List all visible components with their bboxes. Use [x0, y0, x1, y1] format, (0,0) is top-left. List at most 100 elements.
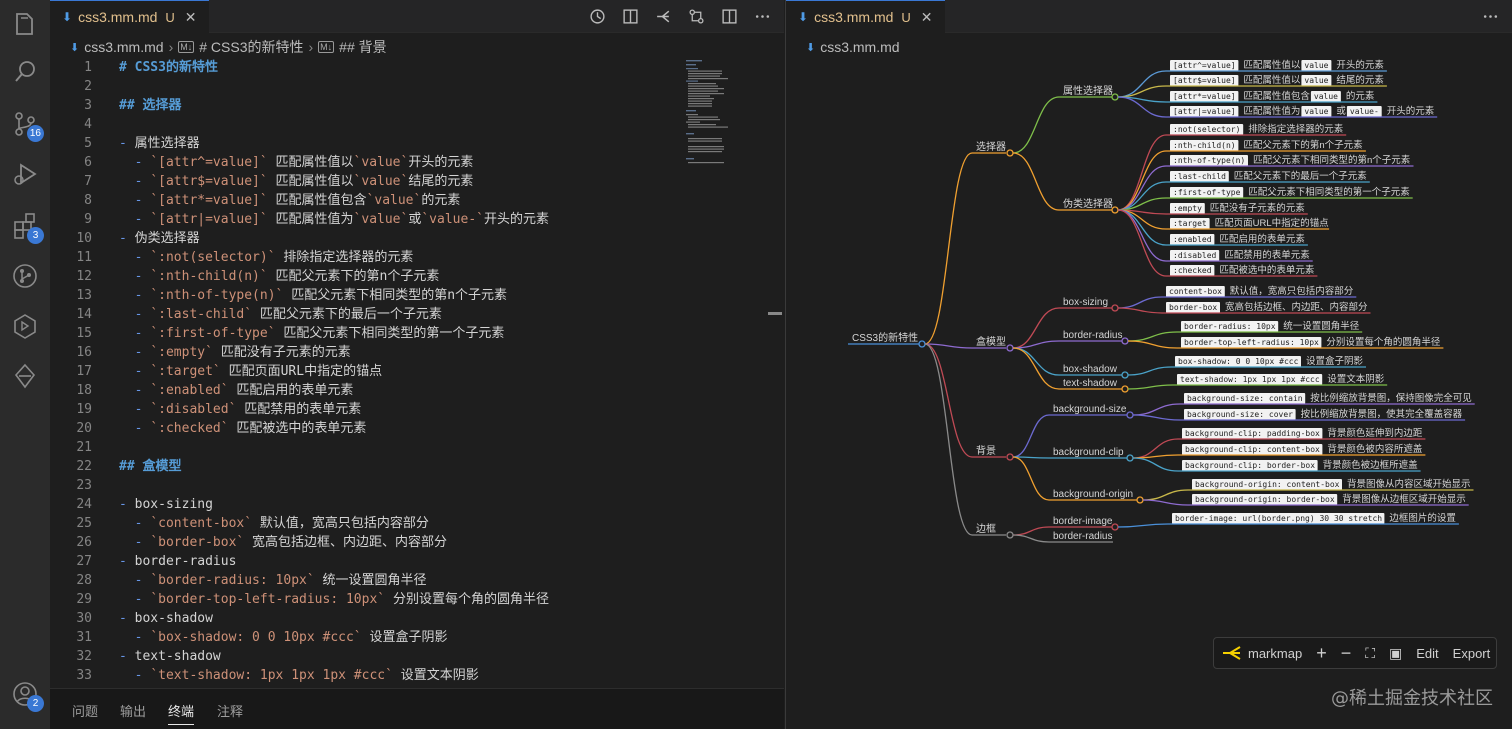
- code-line[interactable]: 31 - `box-shadow: 0 0 10px #ccc` 设置盒子阴影: [50, 628, 780, 647]
- git-graph-icon[interactable]: [9, 260, 41, 292]
- tab-comments[interactable]: 注释: [217, 704, 244, 719]
- compare-changes-icon[interactable]: [686, 6, 706, 26]
- code-line[interactable]: 33 - `text-shadow: 1px 1px 1px #ccc` 设置文…: [50, 666, 780, 685]
- leaf-description: 开头的元素: [1387, 105, 1435, 117]
- code-line[interactable]: 30- box-shadow: [50, 609, 780, 628]
- code-line[interactable]: 27- border-radius: [50, 552, 780, 571]
- breadcrumb: ⬇ css3.mm.md › M↓ # CSS3的新特性 › M↓ ## 背景: [70, 36, 387, 58]
- code-line[interactable]: 15 - `:first-of-type` 匹配父元素下相同类型的第一个子元素: [50, 324, 780, 343]
- markmap-logo[interactable]: markmap: [1222, 645, 1302, 661]
- tab-css3-markmap[interactable]: ⬇ css3.mm.md U ✕: [786, 0, 945, 33]
- split-editor-icon[interactable]: [719, 6, 739, 26]
- mindmap-link: [1132, 457, 1179, 472]
- code-line[interactable]: 26 - `border-box` 宽高包括边框、内边距、内容部分: [50, 533, 780, 552]
- inline-code-bg: [1192, 494, 1338, 505]
- close-icon[interactable]: ✕: [184, 8, 197, 25]
- markmap-canvas[interactable]: CSS3的新特性选择器盒模型背景边框属性选择器伪类选择器box-sizingbo…: [786, 55, 1512, 655]
- code-line[interactable]: 28 - `border-radius: 10px` 统一设置圆角半径: [50, 571, 780, 590]
- account-icon[interactable]: 2: [9, 678, 44, 712]
- code-line[interactable]: 1# CSS3的新特性: [50, 58, 780, 77]
- group-node: background-origin: [1053, 489, 1133, 500]
- edit-button[interactable]: Edit: [1416, 645, 1439, 661]
- tab-css3-md[interactable]: ⬇ css3.mm.md U ✕: [50, 0, 209, 33]
- search-icon[interactable]: [9, 56, 41, 88]
- code-line[interactable]: 20 - `:checked` 匹配被选中的表单元素: [50, 419, 780, 438]
- code-line[interactable]: 18 - `:enabled` 匹配启用的表单元素: [50, 381, 780, 400]
- breadcrumb-h2[interactable]: ## 背景: [339, 39, 387, 55]
- section-node: 边框: [976, 522, 996, 535]
- code-line[interactable]: 24- box-sizing: [50, 495, 780, 514]
- markdown-file-icon: ⬇: [62, 10, 73, 24]
- line-number: 18: [76, 383, 92, 398]
- code-line[interactable]: 5- 属性选择器: [50, 134, 780, 153]
- code-line[interactable]: 29 - `border-top-left-radius: 10px` 分别设置…: [50, 590, 780, 609]
- code-line[interactable]: 17 - `:target` 匹配页面URL中指定的锚点: [50, 362, 780, 381]
- code-line[interactable]: 32- text-shadow: [50, 647, 780, 666]
- fit-window-icon[interactable]: ⛶: [1365, 644, 1376, 661]
- extensions-icon[interactable]: 3: [9, 210, 44, 244]
- zoom-in-icon[interactable]: +: [1316, 642, 1327, 663]
- inline-code: :nth-child(n): [1173, 141, 1236, 150]
- breadcrumb-file[interactable]: css3.mm.md: [820, 39, 900, 55]
- code-line[interactable]: 3## 选择器: [50, 96, 780, 115]
- tab-output[interactable]: 输出: [120, 704, 147, 719]
- remote-explorer-icon[interactable]: [9, 310, 41, 342]
- line-text: - `border-box` 宽高包括边框、内边距、内容部分: [134, 535, 448, 550]
- markmap-icon[interactable]: [653, 6, 673, 26]
- line-number: 12: [76, 269, 92, 284]
- code-line[interactable]: 8 - `[attr*=value]` 匹配属性值包含`value`的元素: [50, 191, 780, 210]
- inline-code: value-: [1350, 107, 1379, 116]
- inline-code: :empty: [1173, 204, 1202, 213]
- mindmap-link: [1012, 534, 1050, 543]
- explorer-icon[interactable]: [9, 8, 41, 40]
- line-text: - `[attr*=value]` 匹配属性值包含`value`的元素: [134, 193, 461, 208]
- line-text: - `content-box` 默认值，宽高只包括内容部分: [134, 516, 429, 531]
- leaf-description: 匹配启用的表单元素: [1219, 233, 1305, 245]
- code-line[interactable]: 7 - `[attr$=value]` 匹配属性值以`value`结尾的元素: [50, 172, 780, 191]
- code-line[interactable]: 19 - `:disabled` 匹配禁用的表单元素: [50, 400, 780, 419]
- breadcrumb-file[interactable]: css3.mm.md: [84, 39, 164, 55]
- code-line[interactable]: 14 - `:last-child` 匹配父元素下的最后一个子元素: [50, 305, 780, 324]
- code-line[interactable]: 10- 伪类选择器: [50, 229, 780, 248]
- line-number: 22: [76, 459, 92, 474]
- code-line[interactable]: 2: [50, 77, 780, 96]
- export-button[interactable]: Export: [1452, 645, 1491, 661]
- close-icon[interactable]: ✕: [920, 8, 933, 25]
- line-number: 31: [76, 630, 92, 645]
- scroll-position-marker[interactable]: [768, 312, 782, 315]
- toggle-recursive-icon[interactable]: ▣: [1389, 644, 1403, 661]
- zoom-out-icon[interactable]: −: [1340, 642, 1352, 663]
- code-line[interactable]: 4: [50, 115, 780, 134]
- code-line[interactable]: 12 - `:nth-child(n)` 匹配父元素下的第n个子元素: [50, 267, 780, 286]
- line-number: 16: [76, 345, 92, 360]
- inline-code-bg: [1170, 265, 1215, 276]
- code-line[interactable]: 22## 盒模型: [50, 457, 780, 476]
- more-actions-icon[interactable]: [752, 6, 772, 26]
- line-number: 5: [84, 136, 92, 151]
- timeline-history-icon[interactable]: [587, 6, 607, 26]
- breadcrumb-h1[interactable]: # CSS3的新特性: [199, 39, 304, 55]
- run-debug-icon[interactable]: [9, 158, 41, 190]
- tab-terminal[interactable]: 终端: [168, 701, 195, 725]
- inline-code: background-size: cover: [1187, 410, 1293, 419]
- code-line[interactable]: 9 - `[attr|=value]` 匹配属性值为`value`或`value…: [50, 210, 780, 229]
- timeline-icon[interactable]: [9, 360, 41, 392]
- code-line[interactable]: 11 - `:not(selector)` 排除指定选择器的元素: [50, 248, 780, 267]
- minimap[interactable]: [686, 58, 736, 168]
- code-line[interactable]: 6 - `[attr^=value]` 匹配属性值以`value`开头的元素: [50, 153, 780, 172]
- inline-code: :nth-of-type(n): [1173, 156, 1245, 165]
- inline-code-bg: [1170, 250, 1220, 261]
- source-control-icon[interactable]: 16: [9, 108, 44, 142]
- code-line[interactable]: 16 - `:empty` 匹配没有子元素的元素: [50, 343, 780, 362]
- node-dot: [1121, 385, 1129, 393]
- code-line[interactable]: 21: [50, 438, 780, 457]
- node-dot: [918, 340, 926, 348]
- more-actions-icon[interactable]: [1480, 6, 1500, 26]
- code-line[interactable]: 23: [50, 476, 780, 495]
- open-preview-icon[interactable]: [620, 6, 640, 26]
- code-line[interactable]: 25 - `content-box` 默认值，宽高只包括内容部分: [50, 514, 780, 533]
- inline-code-bg: [1170, 171, 1229, 182]
- code-line[interactable]: 13 - `:nth-of-type(n)` 匹配父元素下相同类型的第n个子元素: [50, 286, 780, 305]
- tab-problems[interactable]: 问题: [72, 704, 99, 719]
